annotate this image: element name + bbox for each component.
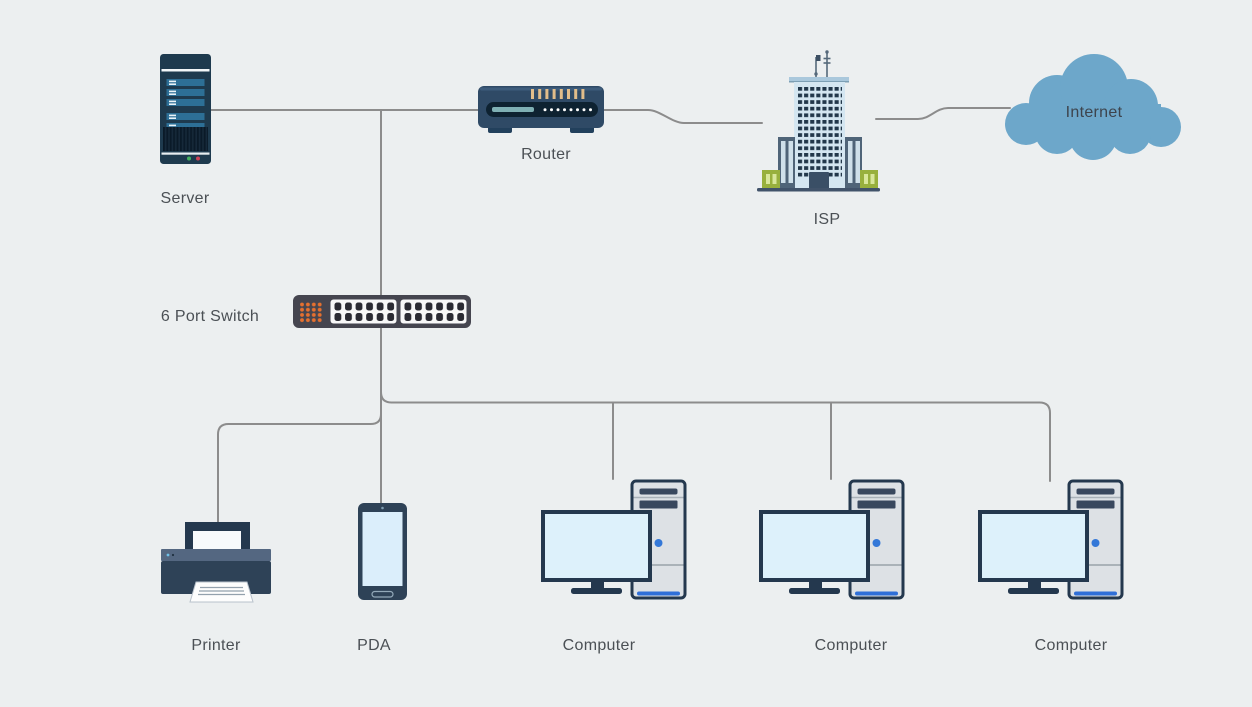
pda-label: PDA [357,637,391,654]
isp-label: ISP [814,211,841,228]
annex-window [864,174,868,184]
tower-power-button [1091,539,1100,547]
annex-window [772,174,777,184]
wing-window [781,141,786,183]
antenna-dot [814,72,818,76]
router-label: Router [521,146,571,163]
annex-window [766,174,770,184]
monitor-stand [591,579,604,589]
monitor-screen [759,510,870,582]
switch-ports [404,302,468,322]
cloud-icon[interactable] [1005,54,1181,160]
printer-output-sheet [189,581,254,603]
monitor-base [789,588,840,594]
antenna-dot [825,50,829,54]
tower-drive-bar [857,500,896,509]
connector-router-isp [603,109,763,124]
desktop-computer-icon[interactable] [759,479,905,600]
router-antenna-ticks [531,89,585,99]
printer-sheet-lines [198,586,245,596]
printer-icon[interactable] [161,522,271,603]
annex-window [870,174,875,184]
router-status-bar [492,107,534,112]
computer2-label: Computer [815,637,888,654]
router-icon[interactable] [478,86,604,133]
switch-ports [334,302,398,322]
switch-led-grid [300,302,323,323]
desktop-computer-icon[interactable] [978,479,1124,600]
tower-base-strip [1074,591,1117,596]
printer-button [171,553,175,557]
monitor-stand [809,579,822,589]
monitor-screen [978,510,1089,582]
router-status-leds [543,108,592,112]
server-tower-icon[interactable] [160,54,211,164]
building-windows [798,87,842,178]
cloud-fill [1026,104,1161,136]
monitor-screen [541,510,652,582]
switch-label: 6 Port Switch [161,308,259,325]
annex-left [762,170,780,189]
connector-switch-printer [217,413,382,523]
connector-isp-internet [875,107,1011,120]
tower-drive-bar [1076,500,1115,509]
tower-power-button [872,539,881,547]
desktop-computer-icon[interactable] [541,479,687,600]
computer3-label: Computer [1035,637,1108,654]
tower-drive-bar [639,488,678,495]
building-roof-edge [789,81,849,83]
printer-label: Printer [191,637,241,654]
building-roof [789,77,849,82]
printer-power-led [166,553,170,557]
printer-top-strip [161,549,271,561]
printer-tray-paper [193,531,241,553]
monitor-base [1008,588,1059,594]
phone-screen [362,512,403,586]
wing-window [788,141,793,183]
server-vents [163,127,208,151]
tower-base-strip [855,591,898,596]
office-building-icon[interactable] [757,50,880,192]
server-led-green [187,156,191,161]
monitor-stand [1028,579,1041,589]
internet-label: Internet [1066,104,1123,121]
wing-window [855,141,860,183]
tower-drive-bar [1076,488,1115,495]
phone-camera [381,506,384,510]
server-drive-bays [166,79,205,130]
phone-home-button [371,590,394,598]
tower-drive-bar [857,488,896,495]
server-label: Server [161,190,210,207]
server-led-red [196,156,200,161]
tower-drive-bar [639,500,678,509]
monitor-base [571,588,622,594]
building-door [809,172,829,189]
antenna-flag [816,55,821,61]
server-separator [161,152,210,155]
network-switch-icon[interactable] [293,295,471,328]
server-top-line [161,69,210,72]
wing-window [848,141,853,183]
connector-switch-computers [380,391,1051,482]
computer1-label: Computer [563,637,636,654]
building-ground [757,188,880,192]
tower-base-strip [637,591,680,596]
annex-right [860,170,878,189]
smartphone-icon[interactable] [358,503,407,600]
router-front-panel [486,102,598,117]
tower-power-button [654,539,663,547]
